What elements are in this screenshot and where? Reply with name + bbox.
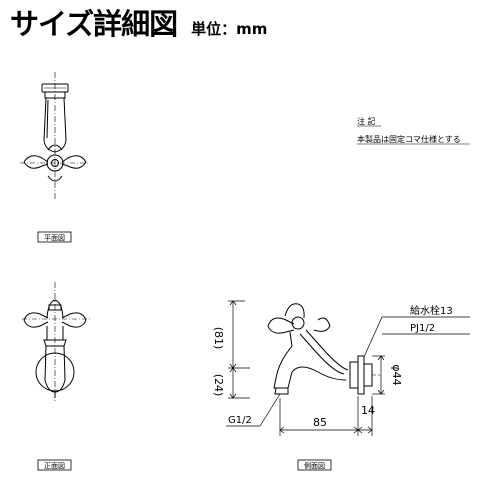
callout-hose-tap: 給水栓13: [410, 304, 453, 317]
side-view-dimensions: [226, 300, 470, 436]
notes-body: 本製品は固定コマ仕様とする: [357, 134, 461, 144]
front-view-label: 正面図: [37, 459, 72, 471]
dim-phi44: φ44: [390, 364, 403, 385]
dim-81: (81): [212, 327, 225, 350]
side-view: [267, 303, 380, 395]
notes-heading: 注 記: [357, 116, 376, 126]
dim-85: 85: [313, 416, 327, 429]
callout-g12: G1/2: [228, 415, 252, 426]
plan-view-label: 平面図: [37, 231, 72, 243]
plan-view: [20, 72, 90, 200]
dim-24: (24): [212, 374, 225, 397]
dimension-labels: (81) (24) φ44 85 14 G1/2 給水栓13 PJ1/2: [212, 304, 453, 429]
side-view-label: 側面図: [297, 459, 332, 471]
unit-label: 単位：mm: [191, 20, 268, 38]
page-title: サイズ詳細図: [10, 7, 178, 41]
svg-text:平面図: 平面図: [44, 234, 65, 242]
dim-14: 14: [361, 404, 375, 417]
notes-block: 注 記 本製品は固定コマ仕様とする: [357, 116, 470, 145]
front-view: [22, 282, 90, 402]
callout-pj12: PJ1/2: [410, 323, 435, 334]
svg-text:正面図: 正面図: [44, 462, 65, 470]
svg-text:側面図: 側面図: [304, 461, 325, 470]
